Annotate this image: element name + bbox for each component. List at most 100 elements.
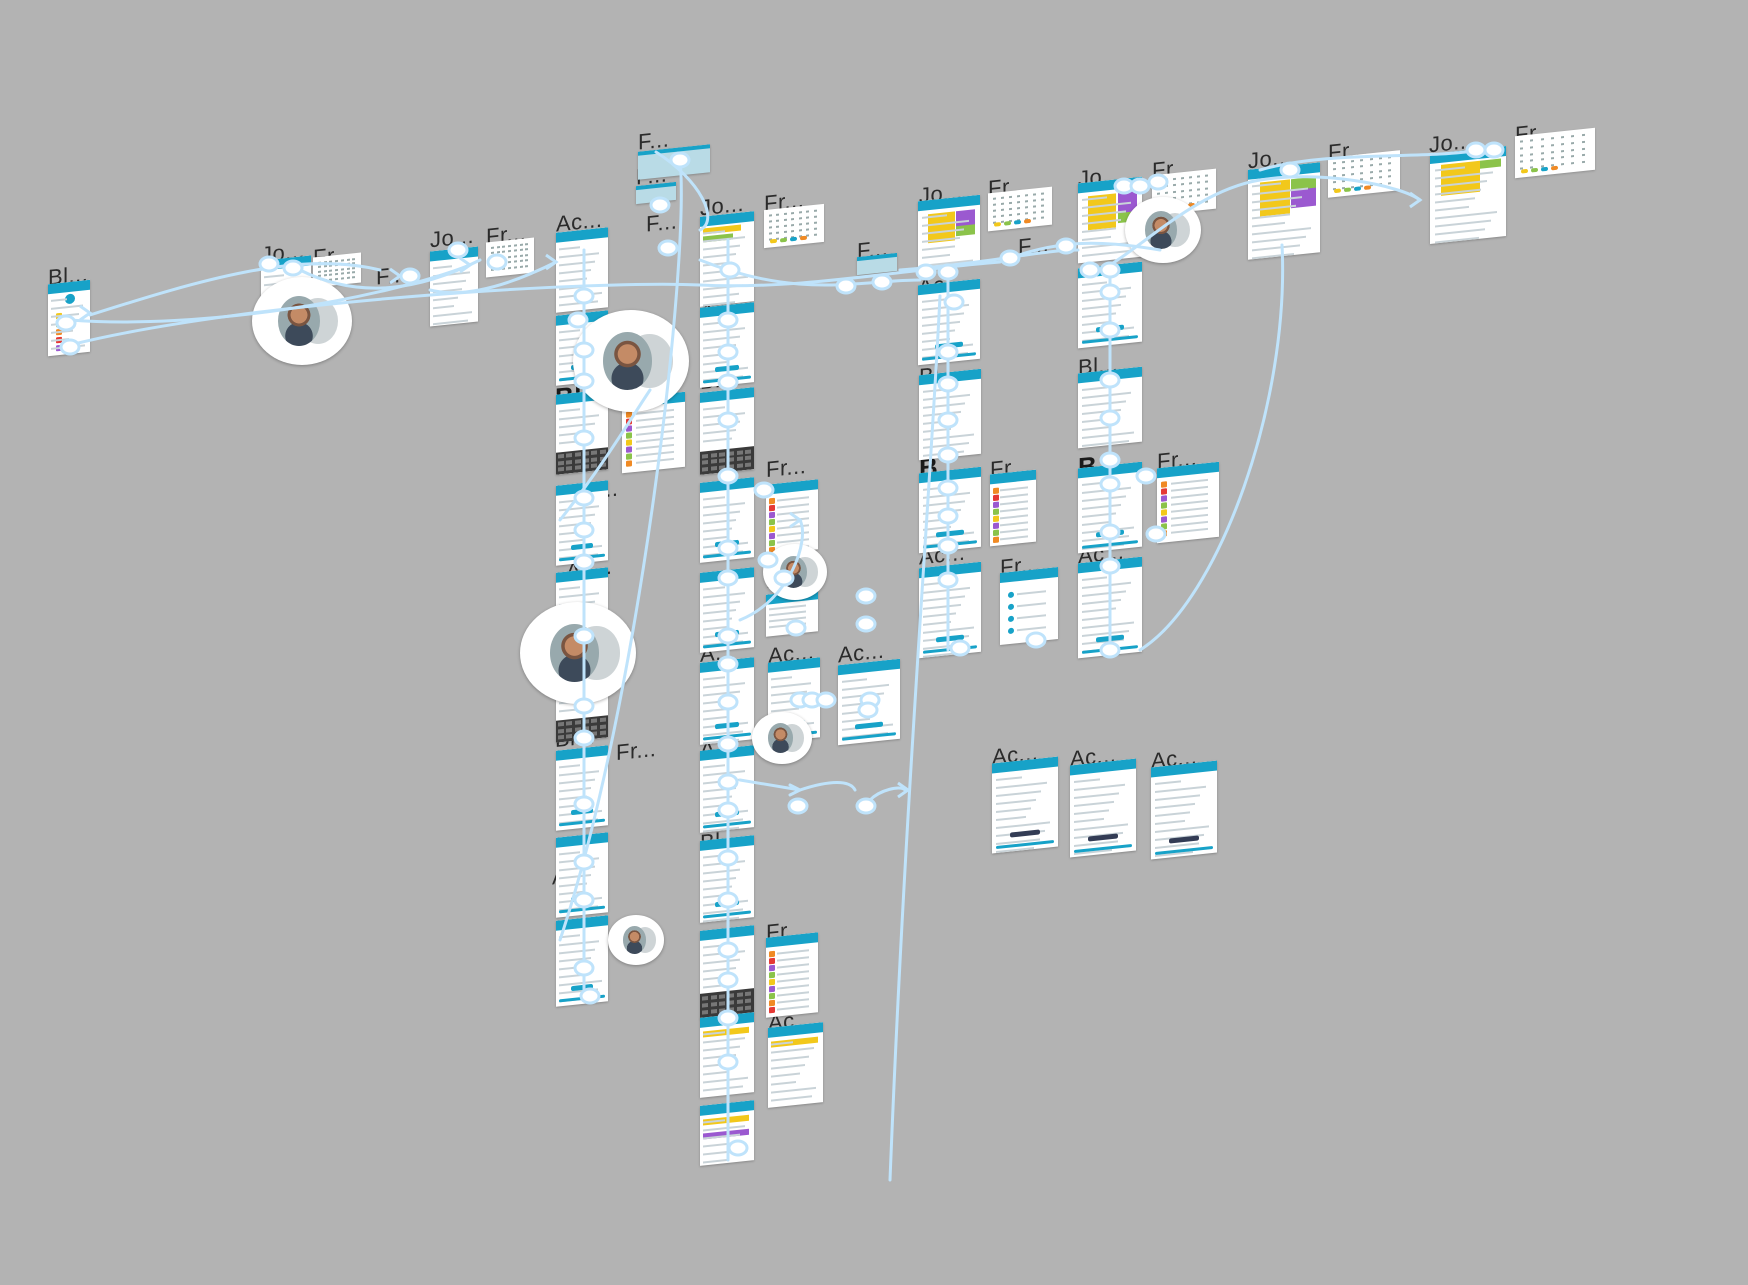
category-color-icon <box>769 985 776 993</box>
radio-option-icon[interactable] <box>1008 591 1015 599</box>
user-avatar-icon[interactable] <box>1125 196 1201 264</box>
screen-frame-31[interactable] <box>766 932 818 1018</box>
category-color-icon <box>992 515 999 523</box>
screen-frame-33[interactable] <box>857 252 897 276</box>
calendar-widget-6[interactable] <box>1328 150 1400 198</box>
screen-frame-51[interactable] <box>1151 760 1217 860</box>
screen-frame-19[interactable] <box>700 567 754 653</box>
screen-frame-32[interactable] <box>768 1022 823 1108</box>
user-face-icon <box>622 926 647 954</box>
screen-frame-3[interactable] <box>430 246 478 327</box>
screen-frame-12[interactable] <box>556 915 608 1007</box>
screen-frame-35[interactable] <box>918 278 980 366</box>
screen-frame-13[interactable] <box>638 144 710 180</box>
user-avatar-icon[interactable] <box>252 277 352 365</box>
screen-frame-25[interactable] <box>700 1100 754 1166</box>
user-face-icon <box>1144 211 1177 249</box>
submit-button[interactable] <box>1095 324 1125 333</box>
screen-frame-7[interactable] <box>556 480 608 566</box>
screen-frame-16[interactable] <box>700 302 754 388</box>
app-header-bar <box>556 832 608 848</box>
user-avatar-icon[interactable] <box>752 711 812 765</box>
category-color-icon <box>769 964 776 972</box>
screen-frame-34[interactable] <box>918 194 980 270</box>
submit-button[interactable] <box>570 807 594 816</box>
screen-frame-18[interactable] <box>700 477 754 563</box>
submit-button[interactable] <box>936 529 964 538</box>
submit-button[interactable] <box>715 899 739 908</box>
user-avatar-icon[interactable] <box>520 601 636 705</box>
category-color-icon <box>1160 488 1167 495</box>
submit-button[interactable] <box>935 341 963 350</box>
submit-button[interactable] <box>715 629 739 638</box>
screen-frame-21[interactable] <box>700 745 754 833</box>
screen-frame-48[interactable] <box>1430 146 1506 244</box>
on-screen-keyboard[interactable] <box>556 714 608 743</box>
category-color-icon <box>769 957 776 965</box>
screen-frame-11[interactable] <box>556 832 608 918</box>
screen-frame-44[interactable] <box>1078 461 1142 554</box>
screen-frame-20[interactable] <box>700 657 754 745</box>
on-screen-keyboard[interactable] <box>700 446 754 475</box>
category-color-icon <box>769 525 776 533</box>
category-color-icon <box>625 453 632 460</box>
submit-button[interactable] <box>715 809 739 818</box>
category-color-icon <box>992 508 999 516</box>
on-screen-keyboard[interactable] <box>556 446 608 475</box>
screen-frame-36[interactable] <box>919 368 981 461</box>
screen-frame-15[interactable] <box>700 211 754 307</box>
app-header-bar <box>556 567 608 583</box>
screen-frame-22[interactable] <box>700 835 754 923</box>
user-avatar-icon[interactable] <box>573 309 689 413</box>
screen-frame-46[interactable] <box>1157 461 1219 544</box>
screen-frame-17[interactable] <box>700 387 754 475</box>
screen-frame-24[interactable] <box>700 1012 754 1098</box>
footer-action-button[interactable] <box>559 994 605 1003</box>
screen-frame-39[interactable] <box>990 469 1036 547</box>
submit-button[interactable] <box>1010 829 1040 838</box>
radio-option-icon[interactable] <box>1008 603 1015 611</box>
frame-label: Fr... <box>766 452 807 483</box>
screen-frame-50[interactable] <box>1070 758 1136 858</box>
screen-frame-42[interactable] <box>1078 261 1142 349</box>
screen-frame-40[interactable] <box>1000 566 1058 646</box>
screen-frame-14[interactable] <box>636 181 676 205</box>
radio-option-icon[interactable] <box>1008 615 1015 623</box>
submit-button[interactable] <box>715 364 739 373</box>
screen-frame-23[interactable] <box>700 925 754 1019</box>
submit-button[interactable] <box>570 542 594 551</box>
submit-button[interactable] <box>715 539 739 548</box>
screen-frame-37[interactable] <box>919 466 981 554</box>
user-avatar-icon[interactable] <box>763 543 827 601</box>
category-color-icon <box>625 460 632 467</box>
app-header-bar <box>700 1100 754 1116</box>
screen-frame-30[interactable] <box>838 658 900 746</box>
footer-action-button[interactable] <box>1081 645 1139 654</box>
submit-button[interactable] <box>855 721 883 730</box>
user-avatar-icon[interactable] <box>608 915 664 965</box>
footer-action-button[interactable] <box>1081 540 1139 549</box>
screen-frame-1[interactable] <box>48 279 90 357</box>
app-header-bar <box>700 477 754 493</box>
submit-button[interactable] <box>570 894 594 903</box>
screen-frame-49[interactable] <box>992 756 1058 854</box>
calendar-widget-7[interactable] <box>1515 127 1595 179</box>
screen-frame-43[interactable] <box>1078 366 1142 449</box>
app-header-bar <box>700 925 754 941</box>
screen-frame-47[interactable] <box>1248 162 1320 260</box>
screen-frame-45[interactable] <box>1078 556 1142 659</box>
category-color-icon <box>769 1006 776 1014</box>
submit-button[interactable] <box>715 721 739 730</box>
calendar-widget-2[interactable] <box>486 237 534 278</box>
screen-frame-4[interactable] <box>556 227 608 313</box>
category-color-icon <box>1160 509 1167 516</box>
calendar-widget-3[interactable] <box>764 203 824 249</box>
calendar-widget-4[interactable] <box>988 186 1052 232</box>
screen-frame-10[interactable] <box>556 745 608 831</box>
category-color-icon <box>1160 516 1167 523</box>
submit-button[interactable] <box>936 634 964 643</box>
radio-option-icon[interactable] <box>1008 627 1015 635</box>
screen-frame-38[interactable] <box>919 561 981 659</box>
user-face-icon <box>278 296 320 346</box>
